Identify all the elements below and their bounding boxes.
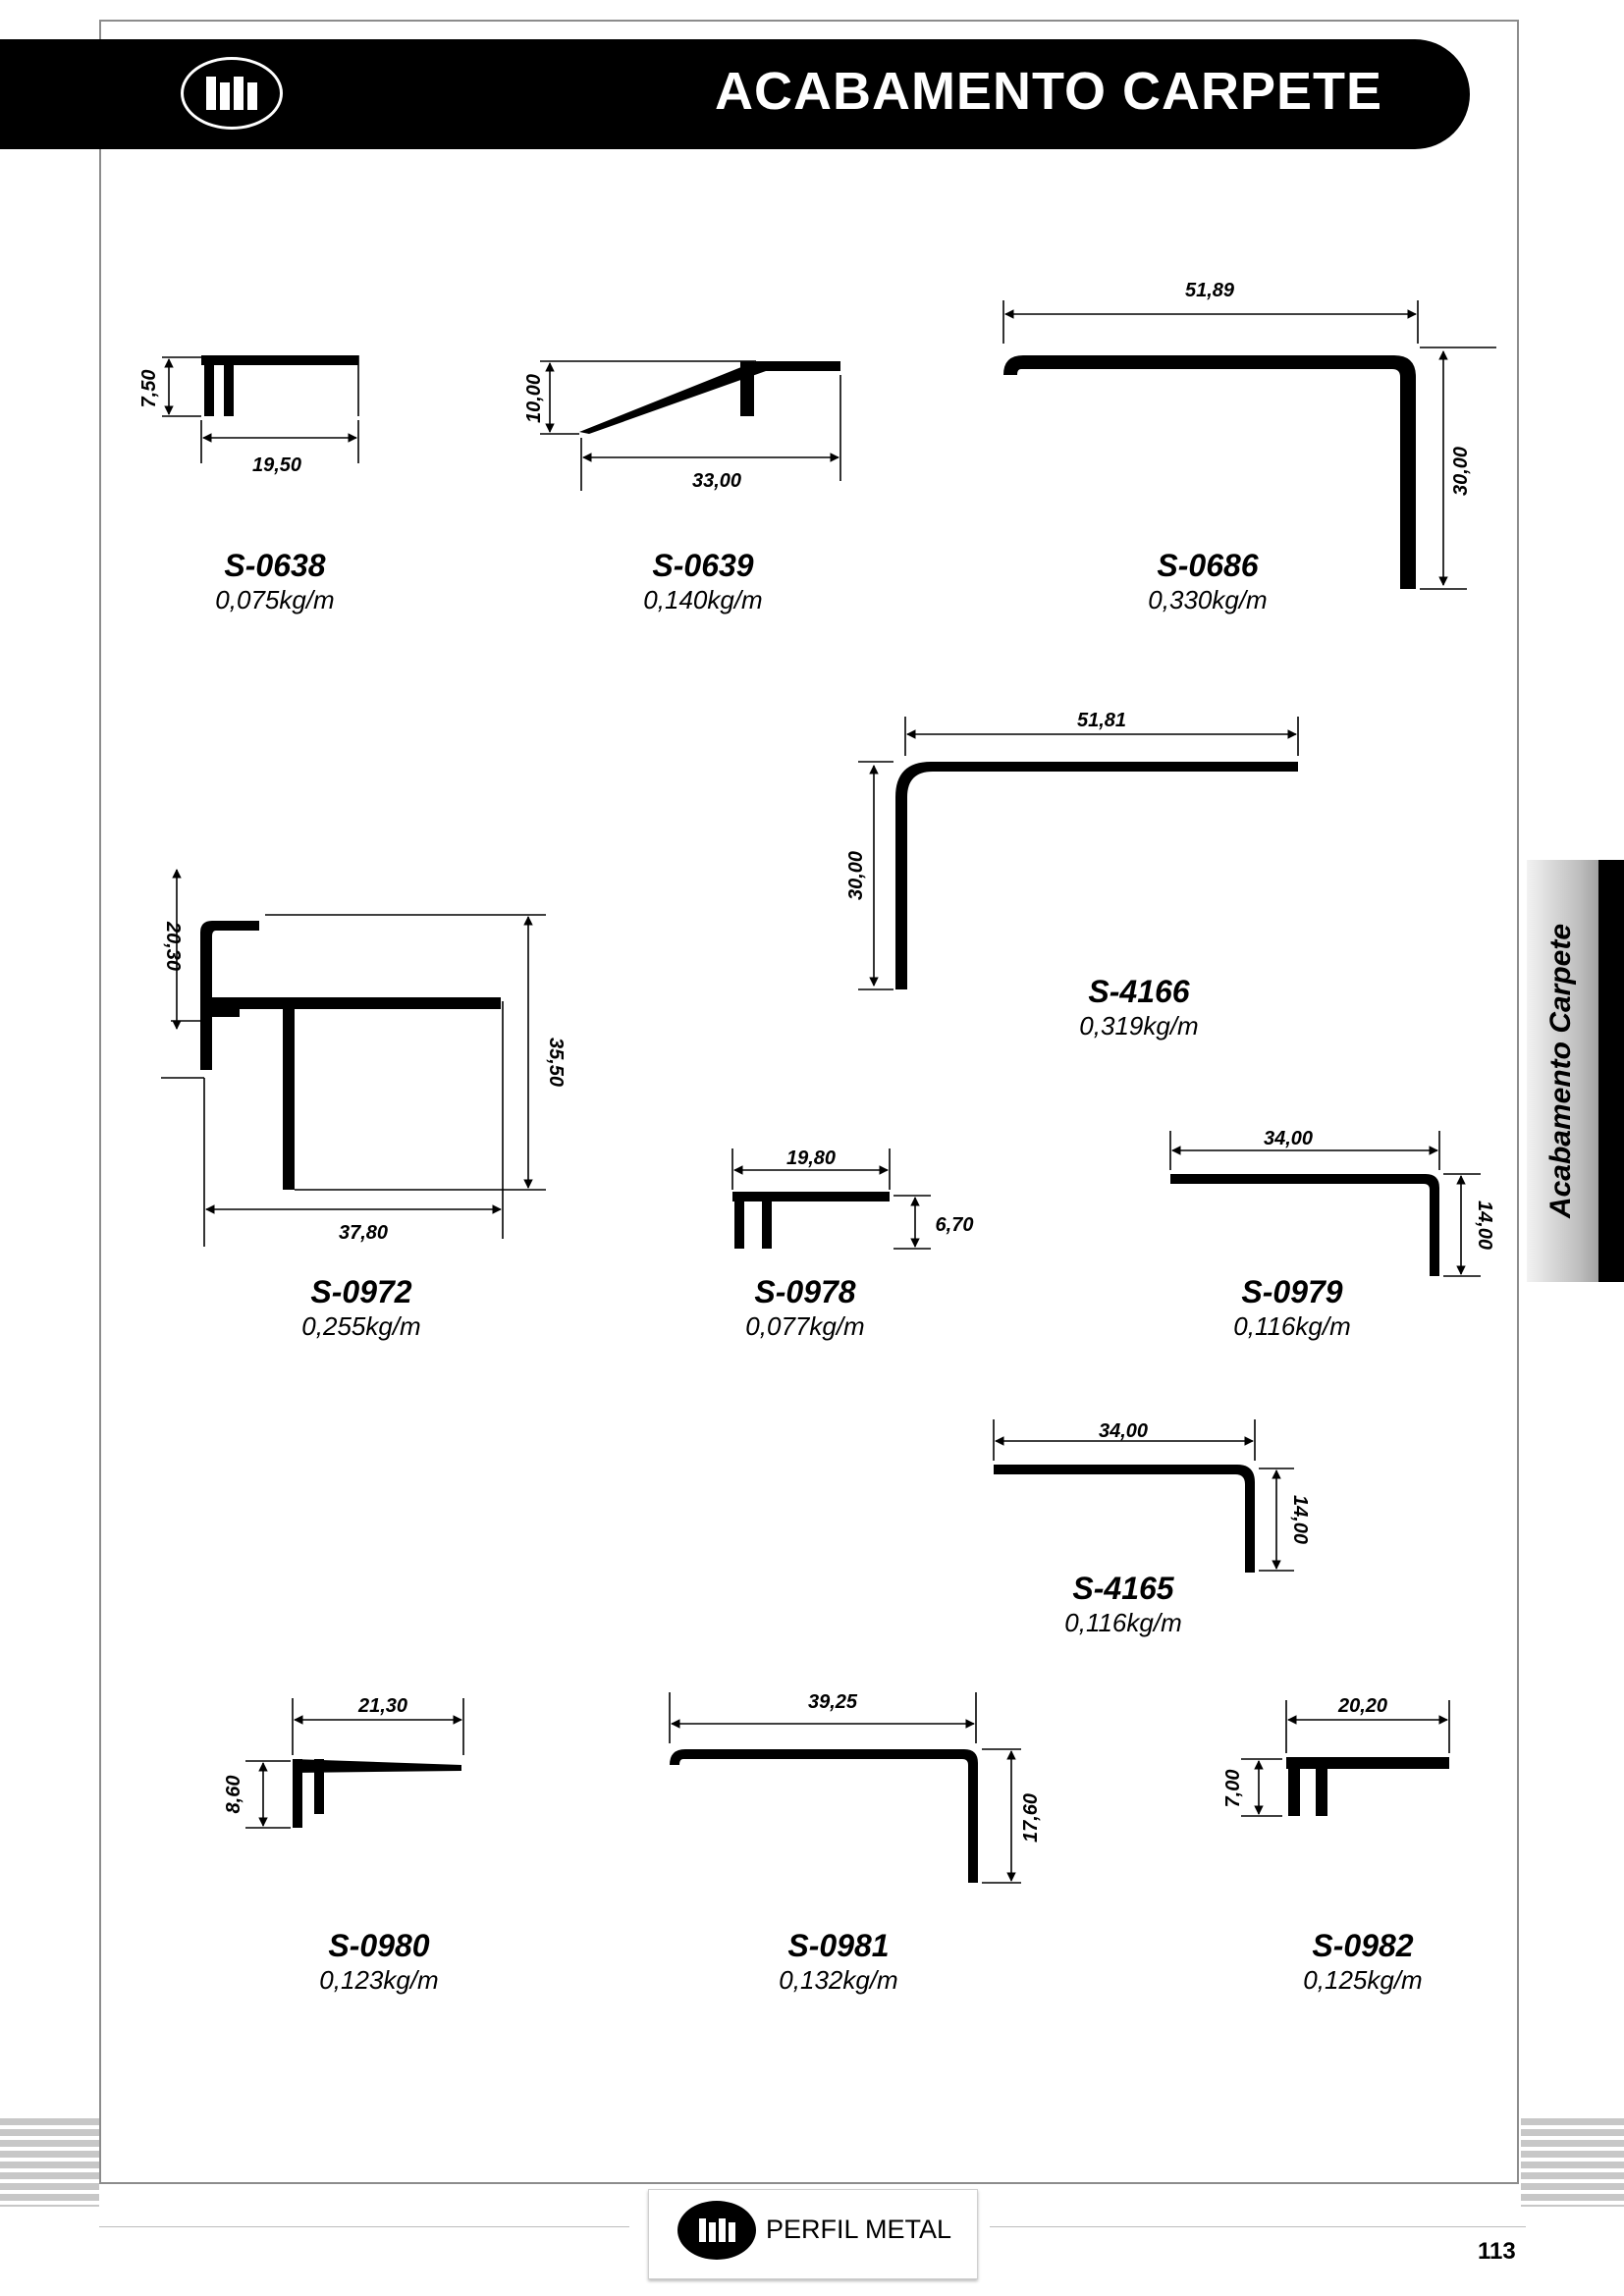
dim-label: 34,00 bbox=[1099, 1420, 1148, 1442]
footer-stripes-right bbox=[1521, 2118, 1624, 2207]
side-tab-edge bbox=[1598, 860, 1624, 1282]
page-title: ACABAMENTO CARPETE bbox=[714, 62, 1382, 121]
dim-label: 14,00 bbox=[1289, 1495, 1311, 1544]
product-code: S-0686 bbox=[1157, 548, 1259, 583]
product-weight: 0,075kg/m bbox=[215, 585, 335, 614]
product-code: S-0981 bbox=[787, 1928, 890, 1963]
profile-drawing-s0639 bbox=[540, 360, 841, 491]
product-weight: 0,077kg/m bbox=[745, 1311, 865, 1341]
product-weight: 0,140kg/m bbox=[643, 585, 763, 614]
product-code: S-0638 bbox=[224, 548, 326, 583]
dim-label: 17,60 bbox=[1020, 1793, 1042, 1842]
product-weight: 0,330kg/m bbox=[1148, 585, 1268, 614]
product-weight: 0,123kg/m bbox=[319, 1965, 439, 1995]
page-number: 113 bbox=[1478, 2238, 1516, 2265]
dim-label: 33,00 bbox=[692, 470, 741, 492]
profile-drawing-s0686 bbox=[1002, 300, 1496, 590]
footer-logo-icon bbox=[677, 2201, 756, 2260]
product-weight: 0,116kg/m bbox=[1064, 1608, 1182, 1637]
product-weight: 0,125kg/m bbox=[1303, 1965, 1423, 1995]
dim-label: 19,80 bbox=[786, 1148, 836, 1169]
dim-label: 21,30 bbox=[357, 1695, 407, 1717]
dim-label: 14,00 bbox=[1474, 1201, 1495, 1250]
dim-label: 30,00 bbox=[1450, 447, 1472, 496]
product-code: S-0639 bbox=[652, 548, 754, 583]
footer-rule-left bbox=[99, 2226, 629, 2227]
profile-drawing-s0981 bbox=[669, 1692, 1021, 1884]
brand-logo-icon bbox=[181, 57, 283, 130]
dim-label: 8,60 bbox=[223, 1776, 244, 1814]
product-weight: 0,132kg/m bbox=[779, 1965, 898, 1995]
dim-label: 6,70 bbox=[936, 1214, 974, 1236]
profile-drawing-s0979 bbox=[1169, 1131, 1481, 1277]
product-code: S-0980 bbox=[328, 1928, 430, 1963]
footer-stripes-left bbox=[0, 2118, 99, 2207]
footer-brand-name: PERFIL METAL bbox=[766, 2215, 952, 2244]
profile-drawing-s0982 bbox=[1241, 1700, 1450, 1817]
dim-label: 51,81 bbox=[1077, 710, 1126, 731]
product-weight: 0,319kg/m bbox=[1079, 1011, 1199, 1041]
profile-drawing-s0972 bbox=[161, 869, 546, 1247]
product-weight: 0,255kg/m bbox=[301, 1311, 421, 1341]
product-code: S-4165 bbox=[1072, 1571, 1174, 1606]
product-code: S-0979 bbox=[1241, 1274, 1343, 1309]
profile-drawing-s0978 bbox=[731, 1148, 931, 1250]
dim-label: 19,50 bbox=[252, 454, 301, 476]
product-code: S-0978 bbox=[754, 1274, 856, 1309]
footer-rule-right bbox=[990, 2226, 1526, 2227]
profile-drawing-s0638 bbox=[162, 355, 359, 463]
product-weight: 0,116kg/m bbox=[1233, 1311, 1351, 1341]
profile-drawing-s4165 bbox=[993, 1419, 1294, 1573]
dim-label: 7,00 bbox=[1222, 1770, 1244, 1808]
profile-drawing-s0980 bbox=[245, 1698, 464, 1829]
profile-drawing-s4166 bbox=[858, 717, 1299, 990]
dim-label: 7,50 bbox=[138, 370, 160, 408]
dim-label: 20,30 bbox=[162, 921, 184, 971]
dim-label: 35,50 bbox=[545, 1038, 567, 1087]
dim-label: 51,89 bbox=[1185, 280, 1235, 301]
dim-label: 10,00 bbox=[523, 374, 545, 423]
product-code: S-0982 bbox=[1312, 1928, 1414, 1963]
dim-label: 30,00 bbox=[845, 851, 867, 900]
product-code: S-4166 bbox=[1088, 974, 1190, 1009]
dim-label: 20,20 bbox=[1337, 1695, 1387, 1717]
product-code: S-0972 bbox=[310, 1274, 412, 1309]
dim-label: 39,25 bbox=[808, 1691, 858, 1713]
dim-label: 34,00 bbox=[1264, 1128, 1313, 1149]
page-frame bbox=[99, 20, 1519, 2184]
dim-label: 37,80 bbox=[339, 1222, 388, 1244]
